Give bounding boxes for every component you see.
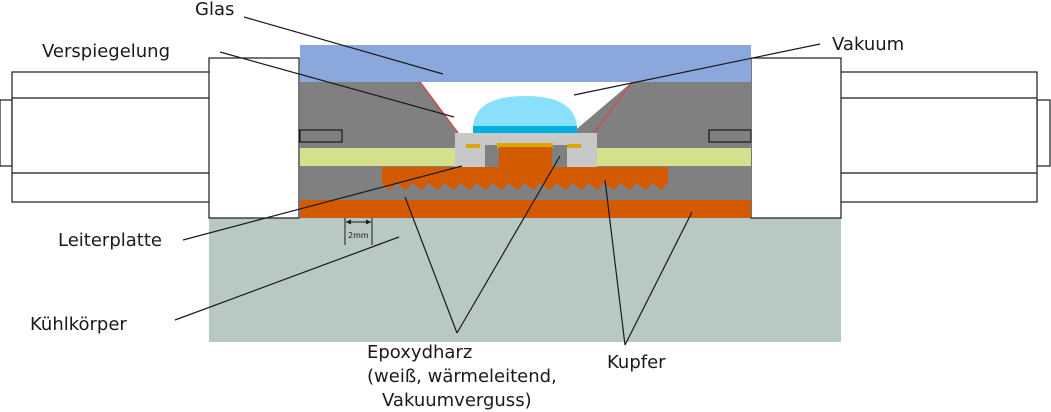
label-kupfer: Kupfer [607,352,666,373]
left-clamp-block [208,57,300,219]
left-clamp-jaw [299,129,343,143]
scale-bar: 2mm [344,218,373,245]
glass-window [300,45,751,82]
led-package-left-leg [455,145,485,167]
leader-kupfer-2 [624,211,693,346]
copper-thermal-pad [499,147,552,169]
right-clamp-rod [839,71,1038,203]
right-clamp-jaw [708,129,752,143]
pcb-right [567,148,751,166]
led-package-base [455,133,597,145]
copper-base-plate [300,200,751,218]
left-clamp-rod-outer [0,99,13,167]
leader-verspiegelung [219,51,455,118]
label-glas: Glas [195,0,234,20]
label-kuehlkoerper: Kühlkörper [30,314,127,335]
right-clamp-block [750,57,842,219]
solder-pad-left [466,144,480,148]
right-clamp-rod-outer [1036,99,1051,167]
leader-epoxy-2 [456,155,561,334]
leader-epoxy-1 [404,196,458,334]
label-vakuum: Vakuum [832,34,904,55]
copper-ridged-spreader [382,167,668,190]
mirror-coating-left [419,81,459,134]
heatsink-body [209,218,841,342]
left-clamp-rod [11,71,211,203]
leader-kupfer-1 [604,179,626,346]
solder-pad-right [567,144,581,148]
label-epoxy-line1: Epoxydharz [367,342,472,363]
leader-glas [243,16,444,75]
led-lens-dome [473,96,577,127]
leader-kuehlkoerper [174,236,400,321]
pcb-left [300,148,465,166]
led-emitter-layer [473,126,577,133]
mirror-coating-right [593,81,633,134]
label-epoxy-line3: Vakuumverguss) [382,390,532,411]
label-epoxy-line2: (weiß, wärmeleitend, [367,366,557,387]
scale-bar-arrow-right [366,219,371,225]
right-clamp [750,57,1051,219]
scale-bar-label: 2mm [348,231,369,240]
left-clamp [0,57,300,219]
led-package-right-leg [567,145,597,167]
scale-bar-arrow-left [346,219,351,225]
leader-leiterplatte [182,165,463,241]
solder-pad-center [497,143,553,148]
label-leiterplatte: Leiterplatte [58,230,162,251]
leader-vakuum [573,43,821,96]
label-verspiegelung: Verspiegelung [42,41,170,62]
